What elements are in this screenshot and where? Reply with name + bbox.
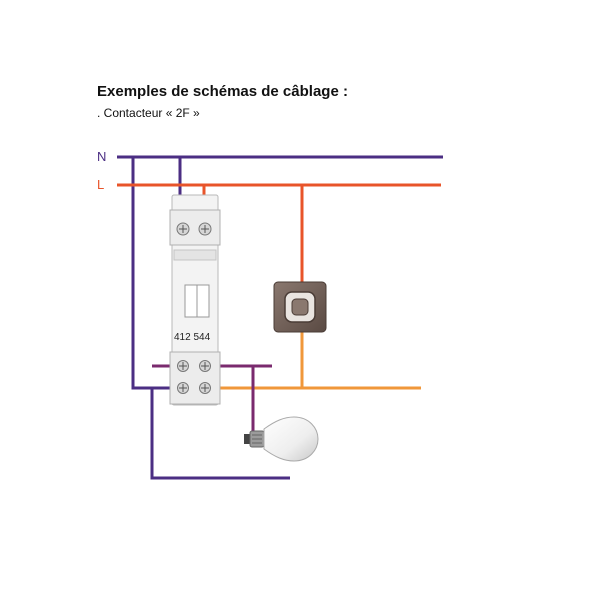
neutral-to-lamp-wire xyxy=(150,388,290,480)
contactor-reference: 412 544 xyxy=(174,332,211,343)
control-wiring xyxy=(212,330,421,390)
live-wiring xyxy=(117,183,441,285)
page-subtitle: . Contacteur « 2F » xyxy=(97,106,200,120)
contactor-module: 412 544 xyxy=(169,194,221,406)
bottom-terminal-block xyxy=(169,351,221,405)
light-bulb-icon xyxy=(244,416,319,462)
neutral-label: N xyxy=(97,149,106,164)
neutral-to-contactor-wire xyxy=(131,157,178,390)
push-button-switch-icon xyxy=(273,281,327,333)
lamp-socket xyxy=(244,434,250,444)
live-label: L xyxy=(97,177,104,192)
page-title: Exemples de schémas de câblage : xyxy=(97,83,348,100)
